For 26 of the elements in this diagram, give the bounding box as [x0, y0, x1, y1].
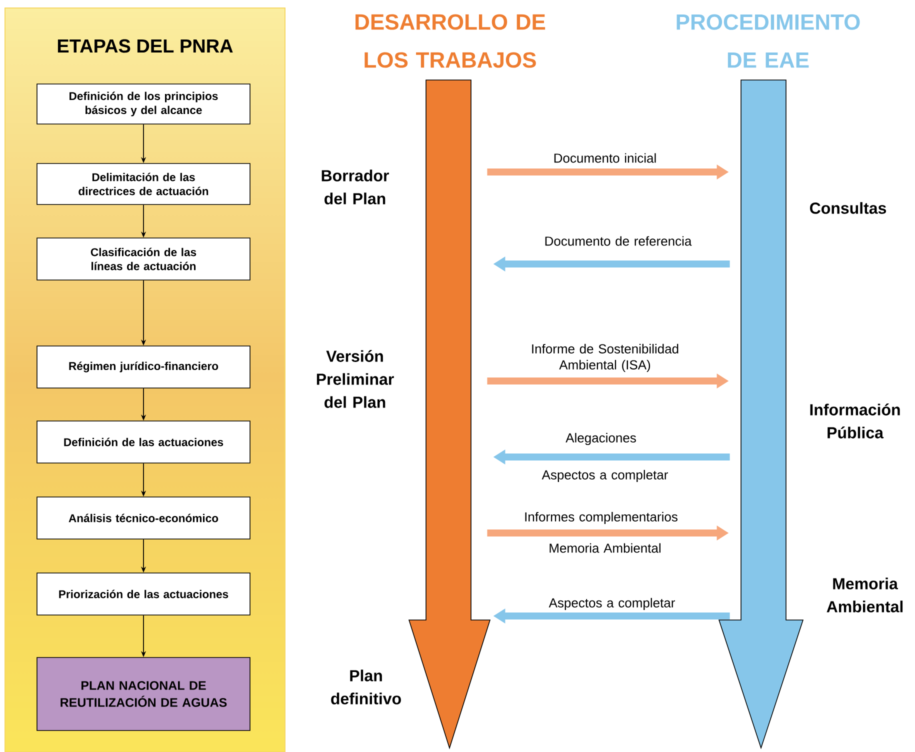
- stage-box: Análisis técnico-económico: [36, 496, 250, 540]
- phase-label: Plan definitivo: [331, 670, 401, 704]
- phase-label: Memoria Ambiental: [826, 578, 903, 612]
- edge-label: Documento de referencia: [545, 236, 692, 246]
- stage-box: Definición de las actuaciones: [36, 420, 250, 464]
- stage-box: Delimitación de las directrices de actuación: [36, 163, 250, 205]
- stage-box: Régimen jurídico-financiero: [36, 346, 250, 388]
- column-heading: PROCEDIMIENTO DE EAE: [676, 14, 860, 68]
- result-box: PLAN NACIONAL DE REUTILIZACIÓN DE AGUAS: [36, 657, 250, 731]
- stage-box: Priorización de las actuaciones: [36, 572, 250, 616]
- column-heading: DESARROLLO DE LOS TRABAJOS: [356, 14, 546, 68]
- process-arrow: [718, 80, 804, 750]
- stage-box: Clasificación de las líneas de actuación: [36, 238, 250, 280]
- phase-label: Consultas: [810, 202, 886, 214]
- note-label: Memoria Ambiental: [550, 543, 660, 553]
- note-label: Aspectos a completar: [542, 470, 668, 482]
- phase-label: Borrador del Plan: [322, 170, 389, 204]
- phase-label: Información Pública: [810, 404, 900, 438]
- edge-label: Informe de Sostenibilidad Ambiental (ISA): [532, 344, 678, 372]
- edge-label: Alegaciones: [566, 432, 636, 446]
- edge-label: Documento inicial: [554, 153, 656, 163]
- phase-label: Versión Preliminar del Plan: [316, 350, 394, 408]
- process-arrow: [408, 80, 491, 750]
- stage-box: Definición de los principios básicos y del alcance: [36, 84, 250, 124]
- edge-label: Informes complementarios: [525, 512, 678, 524]
- edge-label: Aspectos a completar: [548, 598, 675, 610]
